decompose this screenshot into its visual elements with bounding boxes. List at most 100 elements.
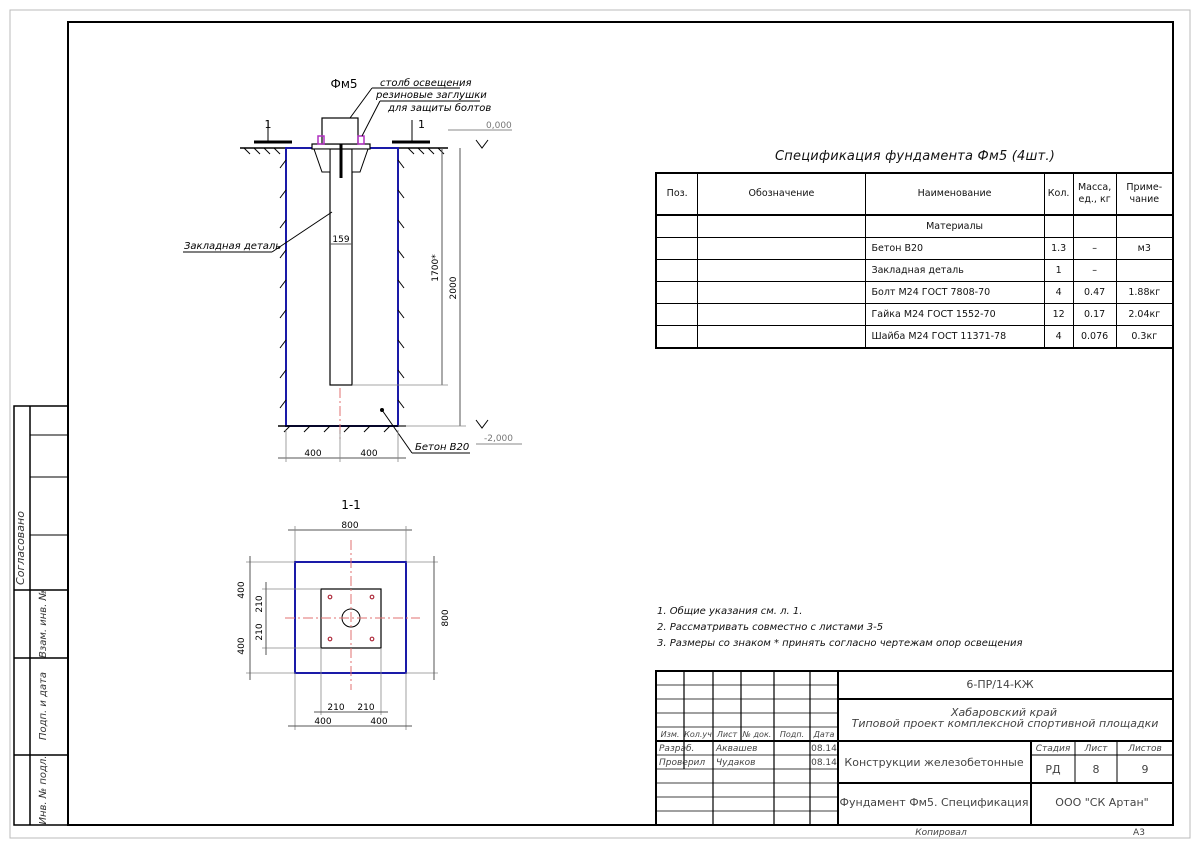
note-3: 3. Размеры со знаком * принять согласно … (657, 638, 1023, 649)
stamp-section-name: Конструкции железобетонные (844, 756, 1023, 769)
dim-half-left: 400 (304, 449, 321, 459)
spec-cell-pos (655, 214, 699, 238)
spec-cell-designation (697, 281, 866, 304)
spec-header-qty: Кол. (1043, 172, 1074, 216)
spec-cell-name: Материалы (864, 214, 1045, 238)
spec-cell-qty: 1 (1043, 259, 1074, 282)
spec-cell-note: 1.88кг (1115, 281, 1174, 304)
plan-dim-left-400-bottom: 400 (237, 637, 247, 654)
spec-cell-qty: 4 (1043, 325, 1074, 349)
rubber-plug-right (357, 135, 365, 145)
spec-cell-qty: 1.3 (1043, 237, 1074, 260)
plan-dim-bottom-210-left: 210 (327, 703, 344, 713)
level-bottom-mark (475, 419, 489, 429)
stamp-developed-label: Разраб. (659, 744, 694, 754)
spec-header-pos: Поз. (655, 172, 699, 216)
stamp-developed-date: 08.14 (811, 744, 837, 754)
spec-cell-designation (697, 259, 866, 282)
stamp-sheet-number: 8 (1093, 763, 1100, 776)
rib-left (313, 148, 331, 173)
plan-dim-left-400-top: 400 (237, 581, 247, 598)
stamp-checked-date: 08.14 (811, 758, 837, 768)
spec-cell-note (1115, 259, 1174, 282)
spec-row: Материалы (655, 214, 1174, 238)
plug-annotation-1: резиновые заглушки (375, 90, 487, 101)
stamp-sheet-name: Фундамент Фм5. Спецификация (840, 796, 1029, 809)
stamp-checked-label: Проверил (659, 758, 705, 768)
spec-cell-name: Шайба М24 ГОСТ 11371-78 (864, 325, 1045, 349)
spec-cell-pos (655, 281, 699, 304)
stamp-sheets-label: Листов (1127, 744, 1162, 754)
spec-cell-mass: – (1072, 237, 1117, 260)
spec-cell-pos (655, 237, 699, 260)
spec-header-name: Наименование (864, 172, 1045, 216)
general-notes: 1. Общие указания см. л. 1. 2. Рассматри… (657, 604, 1023, 652)
stamp-col-koluch: Кол.уч (684, 730, 712, 739)
dim-pole-width: 159 (332, 235, 349, 245)
plug-annotation-2: для защиты болтов (387, 102, 491, 114)
spec-cell-pos (655, 303, 699, 326)
stamp-copied: Копировал (915, 828, 967, 838)
spec-cell-qty: 4 (1043, 281, 1074, 304)
spec-cell-note (1115, 214, 1174, 238)
spec-cell-mass: 0.47 (1072, 281, 1117, 304)
drawing-frame (67, 21, 1174, 826)
pit-wall-hatch (279, 159, 405, 433)
spec-cell-note: м3 (1115, 237, 1174, 260)
stamp-code: 6-ПР/14-КЖ (966, 678, 1033, 691)
embedded-leader (271, 211, 333, 253)
stamp-col-list: Лист (716, 730, 738, 739)
plan-dim-bottom-400-right: 400 (370, 717, 387, 727)
rib-right (351, 148, 369, 173)
side-stamp (13, 405, 69, 826)
spec-cell-mass: – (1072, 259, 1117, 282)
dim-depth-pole: 1700* (431, 254, 441, 282)
spec-row: Шайба М24 ГОСТ 11371-78 4 0.076 0.3кг (655, 325, 1174, 349)
rubber-plug-left (317, 135, 325, 145)
cut-label-right: 1 (418, 118, 425, 131)
ground-hatch (243, 147, 445, 155)
plan-dim-top: 800 (341, 521, 358, 531)
stamp-col-date: Дата (813, 730, 835, 739)
spec-cell-designation (697, 303, 866, 326)
spec-header-mass-1: Масса, (1077, 182, 1112, 193)
spec-cell-mass (1072, 214, 1117, 238)
stamp-sheet-label: Лист (1084, 744, 1109, 754)
spec-cell-name: Гайка М24 ГОСТ 1552-70 (864, 303, 1045, 326)
stamp-format: А3 (1133, 828, 1145, 838)
stamp-col-izm: Изм. (661, 730, 680, 739)
stamp-stage: РД (1045, 763, 1061, 776)
spec-cell-pos (655, 325, 699, 349)
side-agreed-label: Согласовано (14, 511, 27, 585)
pole-leader (349, 87, 373, 119)
dim-half-right: 400 (360, 449, 377, 459)
stamp-col-doc: № док. (742, 730, 772, 739)
plan-dim-left-210-bottom: 210 (255, 623, 265, 640)
plan-dim-left-210-top: 210 (255, 595, 265, 612)
spec-header-note-1: Приме- (1126, 182, 1163, 193)
plan-dim-right: 800 (441, 609, 451, 626)
concrete-leader (381, 409, 413, 454)
side-sign-date-label: Подп. и дата (38, 672, 49, 740)
dim-depth-total: 2000 (449, 276, 459, 299)
sheet-outer-border (9, 9, 1191, 839)
plan-1-1: 1-1 800 800 400 210 210 400 (237, 498, 451, 730)
side-replace-inv-label: Взам. инв. № (38, 590, 49, 658)
spec-cell-pos (655, 259, 699, 282)
plan-dim-bottom-210-right: 210 (357, 703, 374, 713)
spec-cell-designation (697, 214, 866, 238)
spec-cell-note: 0.3кг (1115, 325, 1174, 349)
spec-table: Поз. Обозначение Наименование Кол. Масса… (655, 172, 1174, 349)
level-top-mark (475, 139, 489, 149)
spec-cell-note: 2.04кг (1115, 303, 1174, 326)
pole-annotation: столб освещения (380, 77, 471, 89)
spec-cell-mass: 0.076 (1072, 325, 1117, 349)
concrete-leader-dot (380, 408, 384, 412)
spec-cell-designation (697, 237, 866, 260)
cut-label-left: 1 (265, 118, 272, 131)
light-pole (321, 117, 359, 145)
stamp-developed-by: Аквашев (715, 744, 758, 754)
spec-cell-qty (1043, 214, 1074, 238)
stamp-checked-by: Чудаков (716, 758, 755, 768)
